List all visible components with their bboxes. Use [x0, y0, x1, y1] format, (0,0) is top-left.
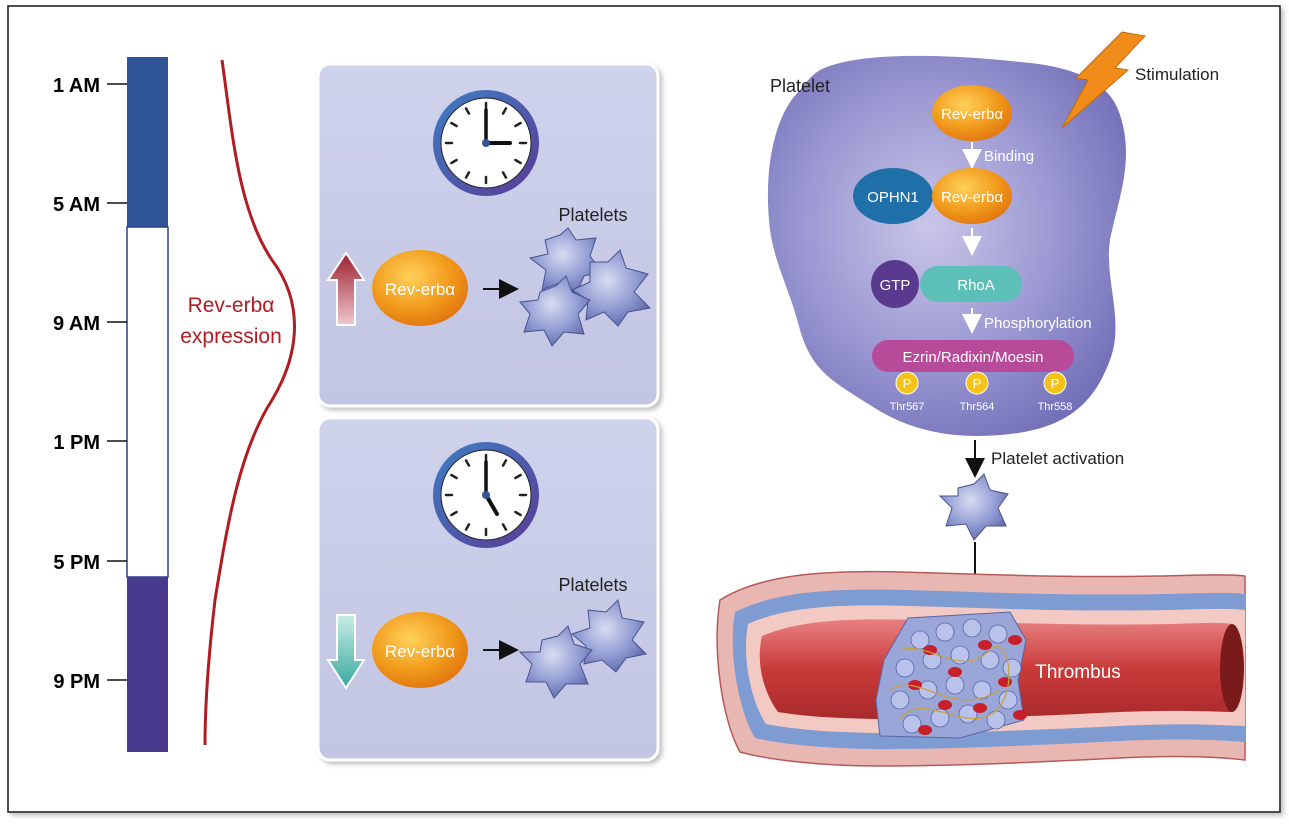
svg-text:P: P: [903, 376, 912, 391]
time-label-9pm: 9 PM: [53, 671, 100, 693]
p-site-label: Thr567: [890, 401, 925, 413]
rhoa-label: RhoA: [957, 277, 995, 294]
time-label-9am: 9 AM: [53, 313, 100, 335]
activation: Platelet activation: [938, 440, 1124, 604]
thrombus-label: Thrombus: [1035, 662, 1121, 683]
erm-pill: [872, 340, 1074, 372]
p-site: P Thr567: [890, 371, 925, 413]
vessel-opening: [1220, 624, 1244, 712]
rev-erba-oval: [372, 612, 468, 688]
curve-label-line2: expression: [180, 325, 282, 348]
platelets-label: Platelets: [558, 205, 627, 225]
platelet-activation-label: Platelet activation: [991, 449, 1124, 468]
platelet-title: Platelet: [770, 76, 830, 96]
clock-icon: [433, 442, 539, 548]
gtp-circle: [871, 260, 919, 308]
clock-icon: [433, 90, 539, 196]
ophn1-label: OPHN1: [867, 189, 919, 206]
expression-curve: [203, 59, 296, 746]
p-site: P Thr564: [960, 371, 995, 413]
gtp-label: GTP: [880, 277, 911, 294]
rev-erba-label: Rev-erbα: [385, 280, 455, 299]
curve-label-line1: Rev-erbα: [188, 294, 275, 317]
panel-high: Rev-erbα Platelets: [316, 62, 660, 408]
tick-9am: 9 AM: [53, 313, 127, 335]
ophn1-oval: [853, 168, 933, 224]
rev-erba-label: Rev-erbα: [941, 106, 1003, 123]
tick-5pm: 5 PM: [53, 552, 127, 574]
svg-text:P: P: [1051, 376, 1060, 391]
time-label-5am: 5 AM: [53, 194, 100, 216]
down-arrow-icon: [326, 614, 366, 690]
stimulation-label: Stimulation: [1135, 65, 1219, 84]
platelet-cluster: [519, 227, 652, 347]
tick-9pm: 9 PM: [53, 671, 127, 693]
erm-label: Ezrin/Radixin/Moesin: [903, 349, 1044, 366]
rev-erba-bound-label: Rev-erbα: [941, 189, 1003, 206]
panel-low: Rev-erbα Platelets: [316, 416, 660, 762]
rev-erba-oval: [372, 250, 468, 326]
activated-platelet: [938, 473, 1009, 541]
lightning-icon: [1061, 31, 1146, 129]
platelet-cell: Platelet Stimulation Rev-erbα Binding OP…: [767, 31, 1219, 436]
rev-erba-label: Rev-erbα: [385, 642, 455, 661]
tick-1am: 1 AM: [53, 75, 127, 97]
day-bar: [126, 226, 169, 578]
thrombus: [875, 611, 1027, 739]
svg-text:P: P: [973, 376, 982, 391]
p-site-label: Thr558: [1038, 401, 1073, 413]
time-label-1am: 1 AM: [53, 75, 100, 97]
timeline: 1 AM 5 AM 9 AM 1 PM 5 PM 9 PM Rev-erbα e…: [53, 57, 296, 752]
time-label-1pm: 1 PM: [53, 432, 100, 454]
rhoa-pill: [920, 266, 1022, 302]
night-bar-bottom: [127, 577, 168, 752]
p-site: P Thr558: [1038, 371, 1073, 413]
tick-1pm: 1 PM: [53, 432, 127, 454]
time-label-5pm: 5 PM: [53, 552, 100, 574]
platelet-cluster: [518, 599, 648, 699]
tick-5am: 5 AM: [53, 194, 127, 216]
p-site-label: Thr564: [960, 401, 995, 413]
rev-erba-oval: [932, 85, 1012, 141]
platelets-label: Platelets: [558, 575, 627, 595]
phosphorylation-label: Phosphorylation: [984, 315, 1092, 332]
night-bar-top: [127, 57, 168, 227]
binding-label: Binding: [984, 148, 1034, 165]
blood-vessel: Thrombus: [716, 570, 1246, 767]
rev-erba-bound-oval: [932, 168, 1012, 224]
up-arrow-icon: [326, 251, 366, 326]
